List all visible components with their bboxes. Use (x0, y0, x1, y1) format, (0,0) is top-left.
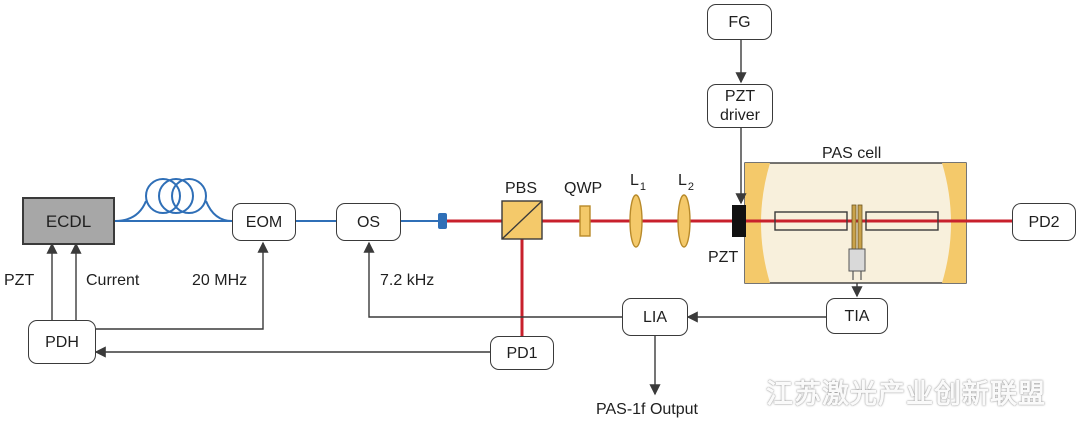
resonator-right (865, 211, 939, 231)
tia-block: TIA (826, 298, 888, 334)
pdh-block: PDH (28, 320, 96, 364)
fg-block: FG (707, 4, 772, 40)
lens2-letter: L (678, 172, 687, 189)
fiber-path (114, 178, 440, 222)
lens-l1 (629, 194, 643, 248)
pd1-block: PD1 (490, 336, 554, 370)
fiber-collimator (438, 213, 447, 229)
pbs-label: PBS (505, 180, 538, 197)
lens1-letter: L (630, 172, 639, 189)
lens2-label: L2 (678, 172, 695, 193)
tuning-fork (848, 204, 866, 280)
pd2-block: PD2 (1012, 203, 1076, 241)
lens1-subscript: 1 (639, 181, 647, 193)
lens2-subscript: 2 (687, 181, 695, 193)
output-label: PAS-1f Output (596, 401, 698, 418)
pas-cell-right-window (942, 163, 966, 283)
os-block: OS (336, 203, 401, 241)
lens1-label: L1 (630, 172, 647, 193)
pzt-driver-line1: PZT (724, 88, 756, 105)
eom-freq-label: 20 MHz (192, 272, 248, 289)
ecdl-block: ECDL (22, 197, 115, 245)
pzt-driver-line2: driver (719, 107, 760, 124)
qwp-label: QWP (564, 180, 603, 197)
pzt-mirror-label: PZT (708, 249, 739, 266)
lens-l2 (677, 194, 691, 248)
qwp-plate (579, 205, 591, 237)
os-freq-label: 7.2 kHz (380, 272, 435, 289)
signal-wires (46, 40, 863, 396)
current-feedback-label: Current (86, 272, 140, 289)
watermark: 江苏激光产业创新联盟 (766, 379, 1046, 410)
pas-cell-left-window (745, 163, 770, 283)
pzt-driver-block: PZT driver (707, 84, 773, 128)
pas-cell-label: PAS cell (822, 145, 882, 162)
resonator-left (774, 211, 848, 231)
eom-block: EOM (232, 203, 296, 241)
pzt-mirror (732, 205, 746, 237)
lia-block: LIA (622, 298, 688, 336)
pbs-cube (501, 200, 543, 240)
pzt-feedback-label: PZT (4, 272, 35, 289)
